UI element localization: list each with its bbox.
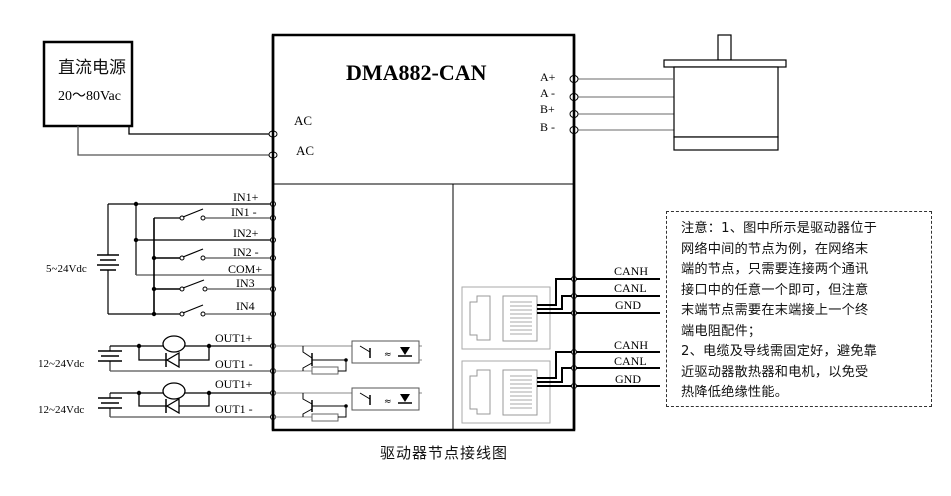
input-circuit: 5~24Vdc bbox=[46, 190, 276, 317]
switch-in2 bbox=[179, 248, 272, 261]
note-line: 接口中的任意一个即可，但注意 bbox=[681, 282, 869, 298]
note-line: 热降低绝缘性能。 bbox=[681, 385, 789, 400]
can-label-canh-2: CANH bbox=[614, 338, 648, 352]
ac-label-1: AC bbox=[294, 113, 312, 128]
optocoupler-1 bbox=[351, 340, 420, 364]
input-supply-label: 5~24Vdc bbox=[46, 263, 87, 275]
note-line: 2、电缆及导线需固定好，避免靠 bbox=[681, 344, 878, 359]
motor-flange bbox=[663, 59, 787, 68]
output-label-minus-2: OUT1 - bbox=[215, 402, 253, 416]
power-supply-range: 20～80Vac bbox=[58, 89, 121, 104]
svg-text:≈: ≈ bbox=[384, 397, 392, 407]
output-label-minus-1: OUT1 - bbox=[215, 357, 253, 371]
motor-body bbox=[673, 66, 779, 138]
note-line: 注意：1、图中所示是驱动器位于 bbox=[681, 221, 878, 236]
note-line: 近驱动器散热器和电机，以免受 bbox=[681, 364, 869, 380]
driver-model: DMA882-CAN bbox=[346, 60, 487, 85]
input-label-in2-minus: IN2 - bbox=[233, 245, 259, 259]
note-line: 末端节点需要在末端接上一个终 bbox=[681, 303, 869, 318]
relay-coil-2 bbox=[162, 382, 186, 400]
output-label-plus-2: OUT1+ bbox=[215, 377, 253, 391]
switch-in4 bbox=[179, 304, 272, 317]
motor-label-a-plus: A+ bbox=[540, 70, 556, 84]
power-supply-title: 直流电源 bbox=[58, 58, 126, 78]
can-label-canh-1: CANH bbox=[614, 264, 648, 278]
note-line: 网络中间的节点为例，在网络末 bbox=[681, 241, 869, 257]
can-label-canl-2: CANL bbox=[614, 354, 647, 368]
note-line: 端的节点，只需要连接两个通讯 bbox=[681, 262, 869, 277]
motor-shaft bbox=[717, 34, 732, 61]
diode-1 bbox=[165, 351, 180, 369]
optocoupler-2 bbox=[351, 387, 420, 411]
note-line: 端电阻配件； bbox=[681, 323, 762, 339]
note-box: 注意：1、图中所示是驱动器位于 网络中间的节点为例，在网络末 端的节点，只需要连… bbox=[666, 211, 932, 407]
power-supply: 直流电源 20～80Vac bbox=[42, 40, 272, 156]
switch-in1 bbox=[179, 208, 272, 221]
switch-in3 bbox=[179, 279, 272, 292]
input-label-in1-plus: IN1+ bbox=[233, 190, 259, 204]
motor-label-b-plus: B+ bbox=[540, 102, 555, 116]
resistor-1 bbox=[311, 366, 339, 375]
can-label-gnd-2: GND bbox=[615, 372, 641, 386]
can-port-2: CANH CANL GND bbox=[461, 338, 660, 424]
input-label-com-plus: COM+ bbox=[228, 262, 262, 276]
diode-2 bbox=[165, 397, 180, 415]
stepper-motor bbox=[569, 34, 787, 151]
input-label-in1-minus: IN1 - bbox=[231, 205, 257, 219]
output-label-plus-1: OUT1+ bbox=[215, 331, 253, 345]
input-label-in2-plus: IN2+ bbox=[233, 226, 259, 240]
can-label-gnd-1: GND bbox=[615, 298, 641, 312]
svg-text:≈: ≈ bbox=[384, 350, 392, 360]
output-circuit-2: 12~24Vdc OUT1+ OUT1 - ≈ bbox=[38, 377, 422, 422]
diagram-caption: 驱动器节点接线图 bbox=[380, 444, 509, 462]
power-supply-box bbox=[42, 40, 134, 128]
power-wire-1 bbox=[128, 126, 272, 135]
output-supply-label-2: 12~24Vdc bbox=[38, 404, 84, 416]
input-label-in4: IN4 bbox=[236, 299, 255, 313]
can-label-canl-1: CANL bbox=[614, 281, 647, 295]
motor-label-b-minus: B - bbox=[540, 120, 555, 134]
motor-end-cap bbox=[673, 136, 779, 151]
output-supply-label-1: 12~24Vdc bbox=[38, 358, 84, 370]
ac-label-2: AC bbox=[296, 143, 314, 158]
power-wire-2 bbox=[77, 126, 272, 156]
can-port-1: CANH CANL GND bbox=[461, 264, 660, 350]
input-label-in3: IN3 bbox=[236, 276, 255, 290]
motor-label-a-minus: A - bbox=[540, 86, 555, 100]
resistor-2 bbox=[311, 413, 339, 422]
relay-coil-1 bbox=[162, 335, 186, 353]
